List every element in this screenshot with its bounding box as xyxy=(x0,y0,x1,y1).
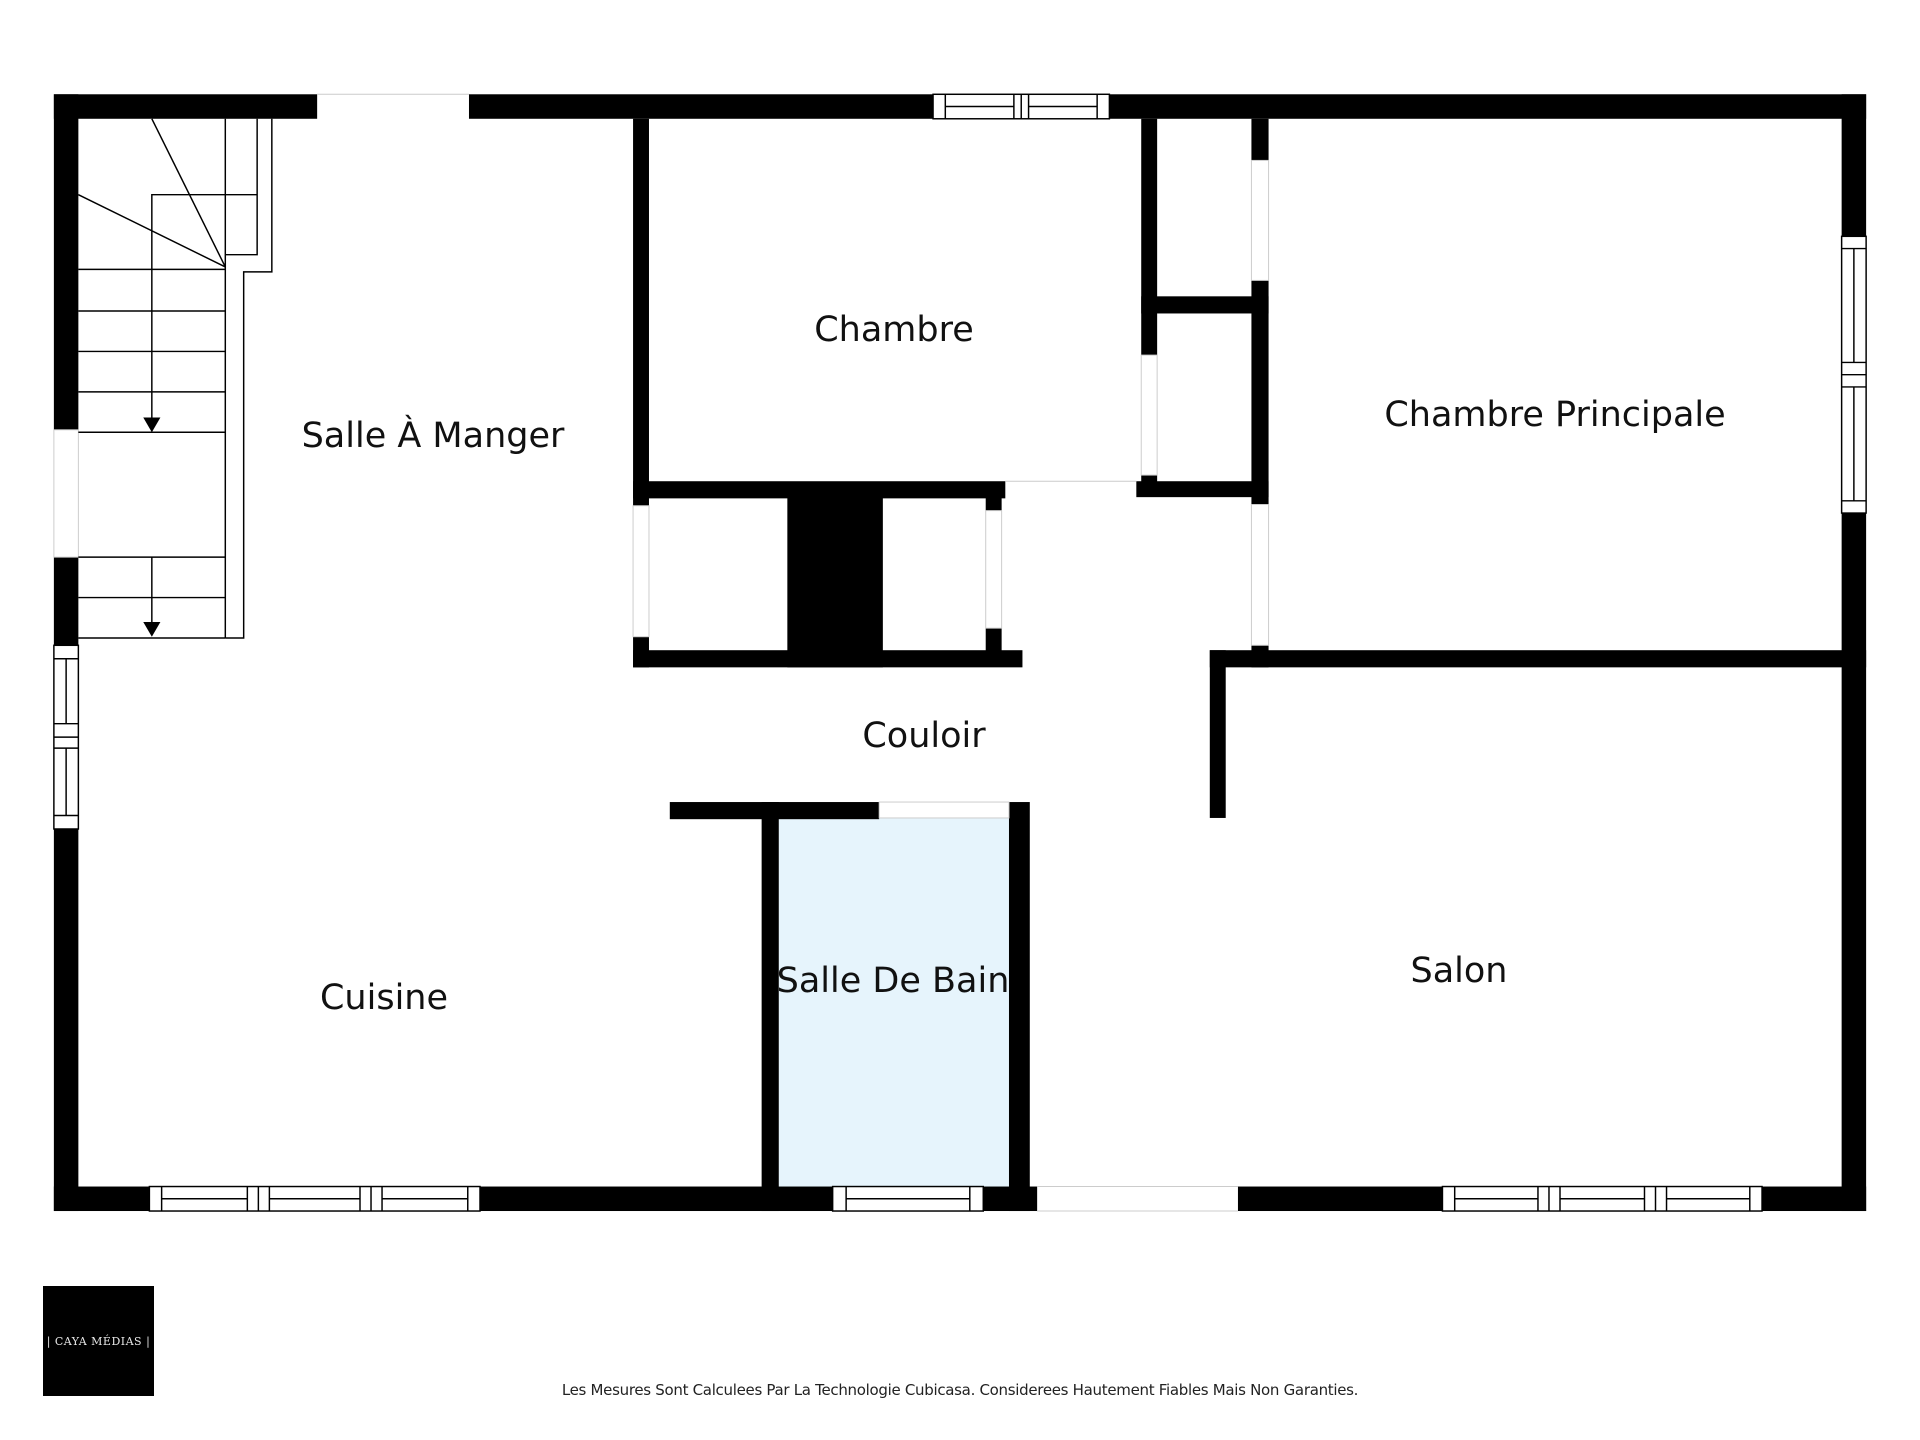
room-label-salle-a-manger: Salle À Manger xyxy=(301,416,565,456)
room-label-chambre: Chambre xyxy=(814,310,974,350)
room-label-couloir: Couloir xyxy=(862,716,986,756)
room-label-cuisine: Cuisine xyxy=(319,978,449,1018)
openings xyxy=(53,93,1270,1212)
staircase xyxy=(78,118,273,639)
logo-text: | CAYA MÉDIAS | xyxy=(46,1334,151,1348)
room-label-salon: Salon xyxy=(1410,951,1508,991)
caya-medias-logo: | CAYA MÉDIAS | xyxy=(43,1286,154,1396)
room-label-salle-de-bain: Salle De Bain xyxy=(776,961,1010,1001)
measurement-disclaimer: Les Mesures Sont Calculees Par La Techno… xyxy=(561,1381,1359,1399)
windows xyxy=(53,93,1867,1212)
stair-direction-arrows xyxy=(143,417,161,637)
room-label-chambre-principale: Chambre Principale xyxy=(1384,395,1726,435)
walls xyxy=(53,94,1867,1212)
bathroom-floor xyxy=(778,817,1014,1187)
